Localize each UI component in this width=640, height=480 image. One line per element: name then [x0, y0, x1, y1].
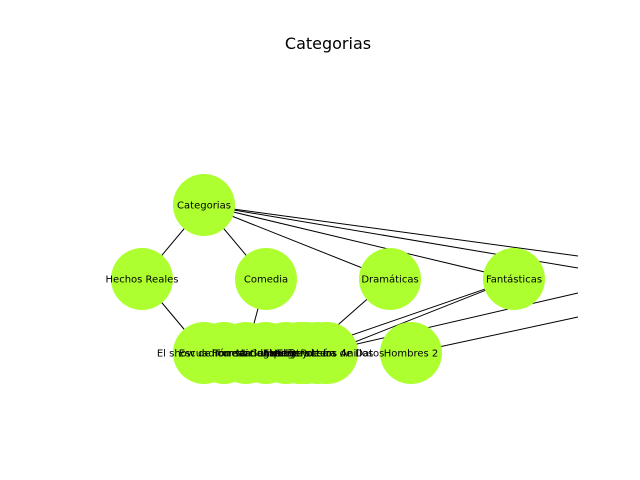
- edge-categorias-fantasticas: [203, 204, 515, 280]
- edge-categorias-offscreen-1: [203, 204, 579, 257]
- node-circles: [111, 174, 545, 384]
- node-categorias: [173, 174, 235, 236]
- edge-fantasticas-leaf-7: [326, 278, 515, 354]
- node-label-leaf-7: La Estructura de Datos: [270, 349, 385, 360]
- edge-offscreen-3-leaf-9: [317, 292, 579, 354]
- node-comedia: [235, 248, 297, 310]
- node-fantasticas: [483, 248, 545, 310]
- node-dramaticas: [359, 248, 421, 310]
- node-leaf-9: [287, 322, 349, 384]
- node-label-leaf-4: Madagascar: [236, 349, 298, 360]
- node-label-fantasticas: Fantásticas: [486, 274, 542, 286]
- node-label-leaf-9: El Señor de los Anillos: [263, 349, 373, 360]
- diagram-title: Categorias: [285, 34, 371, 53]
- node-label-leaf-8: Harry Potter: [270, 349, 332, 360]
- node-hechos-reales: [111, 248, 173, 310]
- node-label-categorias: Categorias: [177, 201, 231, 212]
- node-label-dramaticas: Dramáticas: [361, 274, 418, 286]
- node-label-leaf-2: Escuadrón suicida: [179, 348, 269, 360]
- node-label-hechos-reales: Hechos Reales: [106, 275, 179, 286]
- node-label-hombres: Hombres 2: [384, 349, 439, 360]
- node-label-leaf-5: Avengers: [263, 349, 309, 360]
- node-label-leaf-6: El Rey León: [277, 348, 335, 360]
- edge-categorias-dramaticas: [203, 204, 391, 280]
- node-label-leaf-3: Forrest Gump: [212, 349, 280, 360]
- node-label-leaf-1: El show de Truman: [157, 349, 251, 360]
- node-label-comedia: Comedia: [244, 275, 288, 286]
- node-hombres: [380, 322, 442, 384]
